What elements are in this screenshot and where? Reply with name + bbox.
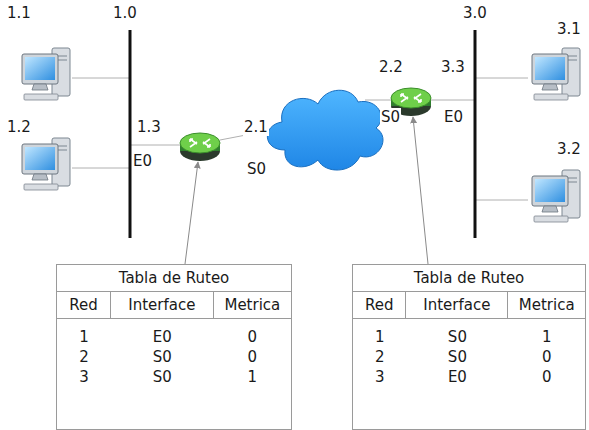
network-label: 1.3 bbox=[136, 118, 162, 136]
table-cell: 0 bbox=[508, 367, 585, 387]
network-label: 3.3 bbox=[440, 58, 466, 76]
network-label: 2.1 bbox=[243, 118, 269, 136]
table-grid: RedInterfaceMetrica 1E00 2S00 3S01 bbox=[57, 292, 291, 387]
network-label: E0 bbox=[132, 152, 153, 170]
network-label: S0 bbox=[380, 108, 401, 126]
table-cell: 0 bbox=[508, 347, 585, 367]
network-label: 1.2 bbox=[6, 118, 32, 136]
table-cell: 0 bbox=[214, 347, 291, 367]
table-cell: E0 bbox=[406, 367, 508, 387]
table-cell: S0 bbox=[111, 367, 214, 387]
table-header: Interface bbox=[406, 292, 508, 319]
network-label: 2.2 bbox=[378, 58, 404, 76]
network-label: 1.1 bbox=[6, 4, 32, 22]
table-cell: 3 bbox=[57, 367, 111, 387]
table-header: Red bbox=[57, 292, 111, 319]
table-cell: 2 bbox=[57, 347, 111, 367]
network-label: E0 bbox=[443, 108, 464, 126]
table-header: Red bbox=[353, 292, 406, 319]
table-cell: S0 bbox=[406, 347, 508, 367]
table-header: Metrica bbox=[214, 292, 291, 319]
table-cell: 3 bbox=[353, 367, 406, 387]
table-cell: S0 bbox=[406, 319, 508, 347]
table-cell: 1 bbox=[353, 319, 406, 347]
table-cell: E0 bbox=[111, 319, 214, 347]
table-cell: 1 bbox=[214, 367, 291, 387]
table-header: Interface bbox=[111, 292, 214, 319]
table-cell: S0 bbox=[111, 347, 214, 367]
network-label: S0 bbox=[246, 160, 267, 178]
table-title: Tabla de Ruteo bbox=[353, 265, 585, 292]
table-cell: 2 bbox=[353, 347, 406, 367]
network-label: 3.1 bbox=[556, 20, 582, 38]
table-title: Tabla de Ruteo bbox=[57, 265, 291, 292]
table-cell: 1 bbox=[57, 319, 111, 347]
table-grid: RedInterfaceMetrica1S012S003E00 bbox=[353, 292, 585, 387]
table-cell: 0 bbox=[214, 319, 291, 347]
routing-table: Tabla de RuteoRedInterfaceMetrica 1E00 2S0… bbox=[56, 264, 292, 430]
network-label: 3.2 bbox=[556, 140, 582, 158]
network-label: 3.0 bbox=[462, 4, 488, 22]
table-cell: 1 bbox=[508, 319, 585, 347]
routing-table: Tabla de RuteoRedInterfaceMetrica1S012S0… bbox=[352, 264, 586, 430]
table-header: Metrica bbox=[508, 292, 585, 319]
network-label: 1.0 bbox=[112, 4, 138, 22]
